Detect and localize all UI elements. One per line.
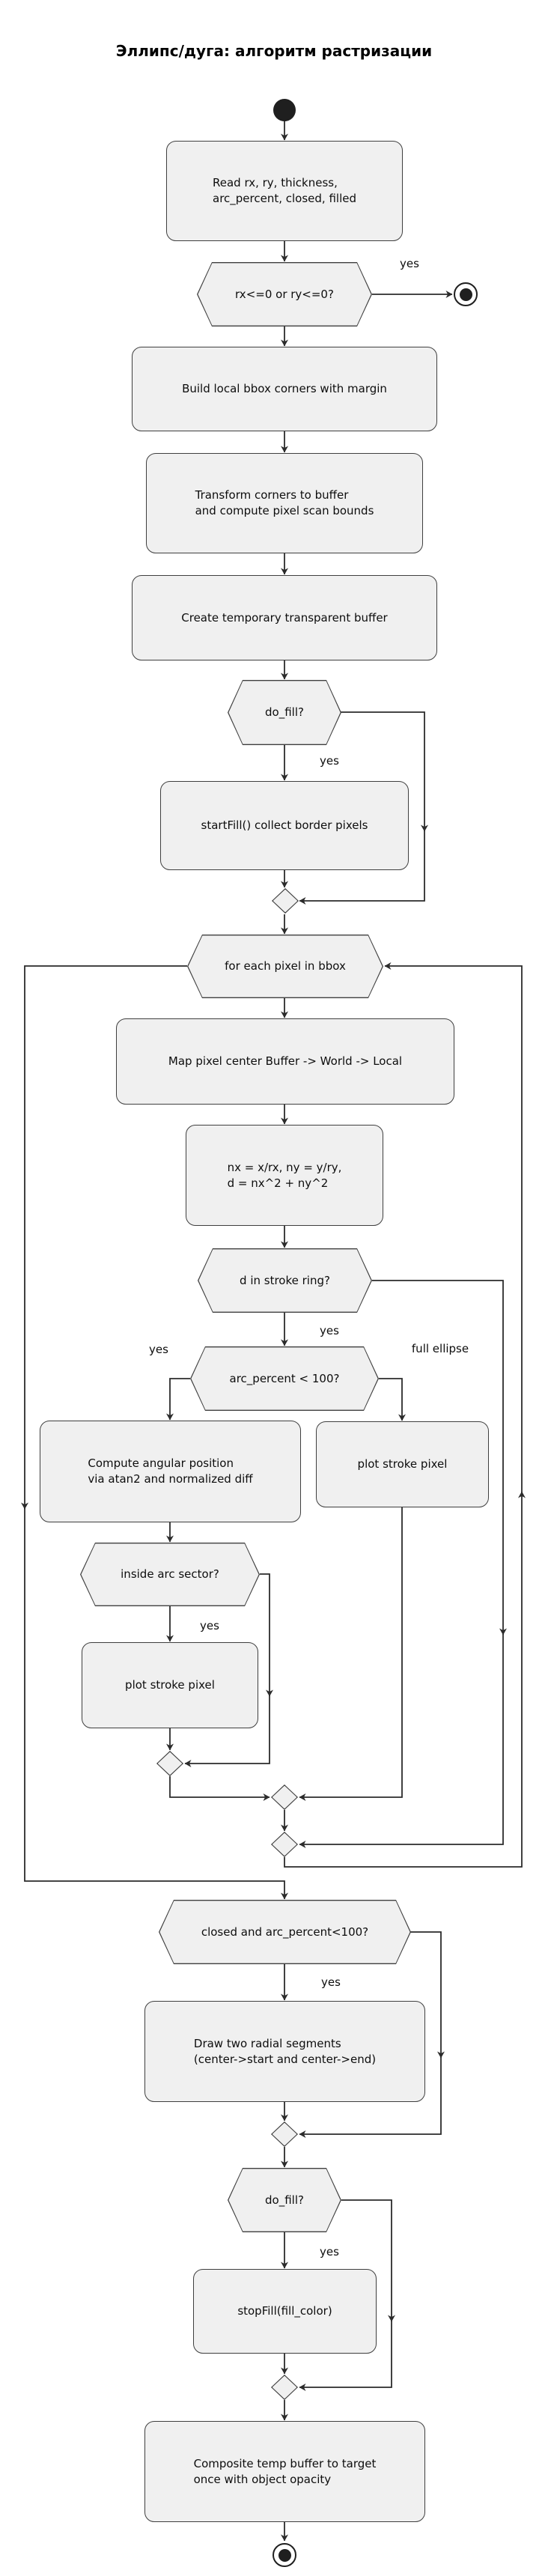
decision-label: closed and arc_percent<100? <box>201 1925 369 1939</box>
decision-inside-sector: inside arc sector? <box>80 1543 260 1606</box>
activity-radial-segments: Draw two radial segments (center->start … <box>144 2001 425 2102</box>
edge-label-full-ellipse: full ellipse <box>411 1342 469 1355</box>
activity-stop-fill: stopFill(fill_color) <box>193 2269 377 2354</box>
decision-label: rx<=0 or ry<=0? <box>235 287 334 301</box>
activity-label: plot stroke pixel <box>125 1678 215 1692</box>
activity-composite: Composite temp buffer to target once wit… <box>144 2421 425 2522</box>
activity-label: Draw two radial segments (center->start … <box>193 2036 377 2066</box>
edge-arccheck-plotfull <box>379 1378 406 1421</box>
early-end-node <box>454 282 478 306</box>
decision-label: arc_percent < 100? <box>229 1371 340 1385</box>
activity-label: Read rx, ry, thickness, arc_percent, clo… <box>213 176 356 205</box>
activity-normalize: nx = x/rx, ny = y/ry, d = nx^2 + ny^2 <box>186 1125 383 1226</box>
edge-label-strokering-yes: yes <box>320 1324 339 1337</box>
activity-label: startFill() collect border pixels <box>201 818 368 832</box>
hexagon-fill <box>188 935 382 997</box>
loop-label: for each pixel in bbox <box>225 959 346 973</box>
decision-label: d in stroke ring? <box>240 1273 330 1287</box>
edge-plotfull-mergeB <box>299 1507 403 1801</box>
activity-transform-corners: Transform corners to buffer and compute … <box>146 453 423 553</box>
activity-label: Composite temp buffer to target once wit… <box>193 2456 377 2486</box>
decision-label: inside arc sector? <box>121 1567 219 1581</box>
activity-label: nx = x/rx, ny = y/ry, d = nx^2 + ny^2 <box>227 1160 342 1190</box>
end-node-dot <box>459 288 472 301</box>
edge-foreach-exit-a <box>21 965 187 1510</box>
activity-label: stopFill(fill_color) <box>237 2304 332 2318</box>
activity-angular-position: Compute angular position via atan2 and n… <box>40 1421 301 1522</box>
activity-label: Create temporary transparent buffer <box>181 610 388 625</box>
decision-closed-check: closed and arc_percent<100? <box>159 1900 411 1964</box>
edge-insidesector-bypass-a <box>260 1573 273 1697</box>
hexagon-fill <box>159 1901 410 1963</box>
end-node-dot <box>278 2548 291 2562</box>
edge-label-dofill2-yes: yes <box>320 2245 339 2258</box>
edge-label-closed-yes: yes <box>321 1975 341 1989</box>
decision-do-fill-second: do_fill? <box>228 2168 341 2232</box>
edge-label-inside-yes: yes <box>200 1619 219 1632</box>
edge-foreach-exit-b <box>24 1507 288 1900</box>
activity-label: Build local bbox corners with margin <box>182 382 387 395</box>
activity-label: Transform corners to buffer and compute … <box>195 488 374 517</box>
hexagon-fill <box>228 2169 340 2231</box>
activity-label: plot stroke pixel <box>357 1457 448 1471</box>
activity-label: Map pixel center Buffer -> World -> Loca… <box>168 1054 403 1068</box>
edge-label-radii-yes: yes <box>400 257 419 270</box>
activity-create-buffer: Create temporary transparent buffer <box>132 575 437 660</box>
edge-dofill1-bypass-a <box>341 711 428 832</box>
decision-label: do_fill? <box>265 705 304 719</box>
activity-build-bbox: Build local bbox corners with margin <box>132 347 437 431</box>
start-node <box>273 99 296 121</box>
edge-loopback-b <box>384 962 523 1493</box>
activity-plot-full-ellipse: plot stroke pixel <box>316 1421 489 1507</box>
edge-label-dofill1-yes: yes <box>320 754 339 768</box>
edge-dofill2-bypass-b <box>299 2320 392 2391</box>
edge-mergeA-mergeB <box>169 1776 270 1801</box>
diagram-title: Эллипс/дуга: алгоритм растризации <box>115 42 433 60</box>
activity-label: Compute angular position via atan2 and n… <box>88 1456 253 1486</box>
activity-plot-arc-pixel: plot stroke pixel <box>82 1642 258 1728</box>
activity-map-pixel: Map pixel center Buffer -> World -> Loca… <box>116 1018 454 1105</box>
activity-read-params: Read rx, ry, thickness, arc_percent, clo… <box>166 141 403 241</box>
hexagon-fill <box>81 1543 258 1605</box>
edge-label-arc-yes: yes <box>149 1343 168 1356</box>
edge-loopback-a <box>284 1491 526 1868</box>
edge-closed-no-b <box>299 2056 442 2138</box>
edge-strokering-no-a <box>372 1280 507 1635</box>
edge-dofill1-bypass-b <box>299 830 425 905</box>
end-node <box>273 2543 296 2567</box>
edge-closed-no-a <box>410 1931 445 2059</box>
loop-foreach-pixel: for each pixel in bbox <box>187 935 383 998</box>
decision-do-fill-first: do_fill? <box>228 680 341 745</box>
edge-strokering-no-b <box>299 1633 504 1848</box>
decision-arc-percent: arc_percent < 100? <box>190 1346 379 1411</box>
decision-stroke-ring: d in stroke ring? <box>198 1248 372 1313</box>
edge-arccheck-angular-yes <box>166 1378 190 1421</box>
edge-dofill2-bypass-a <box>341 2199 395 2322</box>
decision-label: do_fill? <box>265 2193 304 2207</box>
edge-insidesector-bypass-b <box>184 1695 270 1767</box>
decision-check-radii: rx<=0 or ry<=0? <box>197 262 372 326</box>
hexagon-fill <box>198 263 371 325</box>
hexagon-fill <box>198 1249 371 1311</box>
activity-start-fill: startFill() collect border pixels <box>160 781 409 870</box>
hexagon-fill <box>191 1347 377 1409</box>
hexagon-fill <box>228 681 340 744</box>
